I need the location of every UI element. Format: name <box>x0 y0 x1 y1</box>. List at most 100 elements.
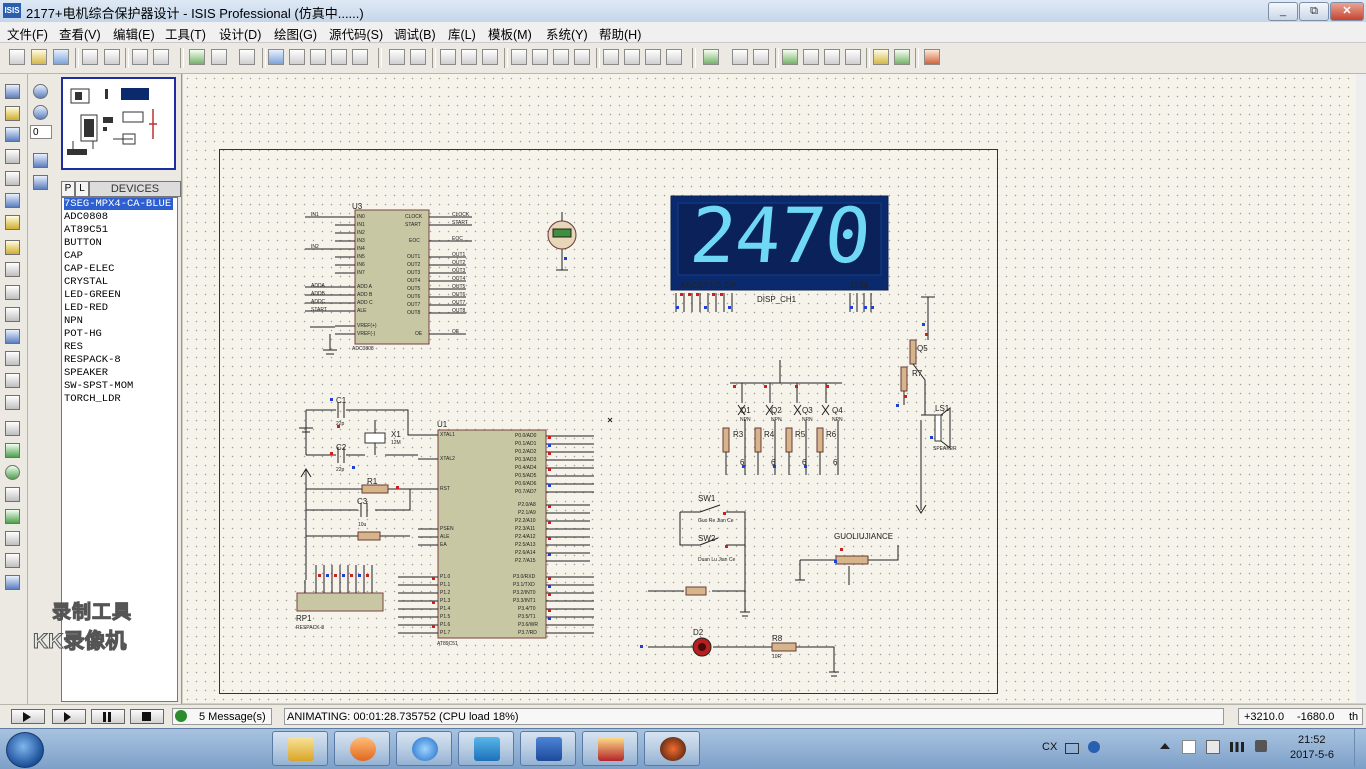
mirror-x-icon[interactable] <box>33 153 48 168</box>
select-icon[interactable] <box>5 84 20 99</box>
block-rotate-icon[interactable] <box>553 49 569 65</box>
show-hidden-icons-icon[interactable] <box>1160 743 1170 749</box>
redo-icon[interactable] <box>410 49 426 65</box>
taskbar-recorder[interactable] <box>644 731 700 766</box>
close-button[interactable]: ✕ <box>1330 2 1364 21</box>
list-item[interactable]: SW-SPST-MOM <box>64 380 134 392</box>
export-icon[interactable] <box>104 49 120 65</box>
step-button[interactable] <box>52 709 86 724</box>
list-item[interactable]: CAP <box>64 250 83 262</box>
list-item[interactable]: NPN <box>64 315 83 327</box>
list-item[interactable]: RES <box>64 341 83 353</box>
copy-icon[interactable] <box>461 49 477 65</box>
property-assign-icon[interactable] <box>753 49 769 65</box>
marker-icon[interactable] <box>5 575 20 590</box>
list-item[interactable]: TORCH_LDR <box>64 393 121 405</box>
clock-date[interactable]: 2017-5-6 <box>1290 749 1335 761</box>
stop-button[interactable] <box>130 709 164 724</box>
undo-icon[interactable] <box>389 49 405 65</box>
library-manager-button[interactable]: L <box>75 181 89 197</box>
maximize-button[interactable]: ⧉ <box>1299 2 1329 21</box>
taskbar-browser[interactable] <box>396 731 452 766</box>
junction-icon[interactable] <box>5 127 20 142</box>
minimize-button[interactable]: _ <box>1268 2 1298 21</box>
graph-icon[interactable] <box>5 285 20 300</box>
print-icon[interactable] <box>132 49 148 65</box>
bom-icon[interactable] <box>873 49 889 65</box>
make-device-icon[interactable] <box>624 49 640 65</box>
path-icon[interactable] <box>5 509 20 524</box>
box-icon[interactable] <box>5 443 20 458</box>
menu-edit[interactable]: 编辑(E) <box>113 28 155 42</box>
bus-icon[interactable] <box>5 193 20 208</box>
network-icon[interactable] <box>1230 742 1244 752</box>
exit-parent-icon[interactable] <box>845 49 861 65</box>
tape-icon[interactable] <box>5 307 20 322</box>
rotate-cw-icon[interactable] <box>33 84 48 99</box>
volume-icon[interactable] <box>1255 740 1267 752</box>
taskbar-isis[interactable] <box>520 731 576 766</box>
symbol-icon[interactable] <box>5 553 20 568</box>
line-icon[interactable] <box>5 421 20 436</box>
menu-help[interactable]: 帮助(H) <box>599 28 642 42</box>
new-sheet-icon[interactable] <box>803 49 819 65</box>
menu-view[interactable]: 查看(V) <box>59 28 101 42</box>
removable-device-icon[interactable] <box>1206 740 1220 754</box>
message-count[interactable]: 5 Message(s) <box>172 708 272 725</box>
arc-icon[interactable] <box>5 487 20 502</box>
circle-icon[interactable] <box>5 465 20 480</box>
action-center-icon[interactable] <box>1182 740 1196 754</box>
pick-devices-button[interactable]: P <box>61 181 75 197</box>
play-button[interactable] <box>11 709 45 724</box>
menu-template[interactable]: 模板(M) <box>488 28 532 42</box>
menu-debug[interactable]: 调试(B) <box>394 28 436 42</box>
list-item[interactable]: SPEAKER <box>64 367 109 379</box>
script-icon[interactable] <box>5 171 20 186</box>
pause-button[interactable] <box>91 709 125 724</box>
menu-library[interactable]: 库(L) <box>448 28 476 42</box>
open-icon[interactable] <box>31 49 47 65</box>
list-item[interactable]: BUTTON <box>64 237 102 249</box>
probe-i-icon[interactable] <box>5 373 20 388</box>
list-item[interactable]: LED-RED <box>64 302 109 314</box>
decompose-icon[interactable] <box>666 49 682 65</box>
wire-autoroute-icon[interactable] <box>703 49 719 65</box>
device-list[interactable]: 7SEG-MPX4-CA-BLUE ADC0808 AT89C51 BUTTON… <box>61 197 178 702</box>
overview-window[interactable] <box>61 77 176 170</box>
rotation-input[interactable]: 0 <box>30 125 52 139</box>
label-icon[interactable] <box>5 149 20 164</box>
vertical-scrollbar[interactable] <box>1356 74 1366 703</box>
taskbar-explorer[interactable] <box>272 731 328 766</box>
pin-icon[interactable] <box>5 262 20 277</box>
clock-time[interactable]: 21:52 <box>1298 734 1326 746</box>
refresh-icon[interactable] <box>189 49 205 65</box>
erc-icon[interactable] <box>894 49 910 65</box>
origin-icon[interactable] <box>239 49 255 65</box>
zoom-area-icon[interactable] <box>352 49 368 65</box>
list-item[interactable]: 7SEG-MPX4-CA-BLUE <box>64 198 174 210</box>
pick-device-icon[interactable] <box>603 49 619 65</box>
block-copy-icon[interactable] <box>511 49 527 65</box>
pan-icon[interactable] <box>268 49 284 65</box>
zoom-in-icon[interactable] <box>289 49 305 65</box>
list-item[interactable]: ADC0808 <box>64 211 109 223</box>
design-explorer-icon[interactable] <box>782 49 798 65</box>
search-icon[interactable] <box>732 49 748 65</box>
taskbar-keil[interactable] <box>458 731 514 766</box>
menu-tools[interactable]: 工具(T) <box>165 28 206 42</box>
save-icon[interactable] <box>53 49 69 65</box>
list-item[interactable]: AT89C51 <box>64 224 109 236</box>
block-delete-icon[interactable] <box>574 49 590 65</box>
setarea-icon[interactable] <box>153 49 169 65</box>
instrument-icon[interactable] <box>5 395 20 410</box>
list-item[interactable]: LED-GREEN <box>64 289 121 301</box>
subcircuit-icon[interactable] <box>5 215 20 230</box>
show-desktop-button[interactable] <box>1354 729 1365 767</box>
remove-sheet-icon[interactable] <box>824 49 840 65</box>
menu-design[interactable]: 设计(D) <box>219 28 262 42</box>
taskbar-ares[interactable] <box>582 731 638 766</box>
zoom-out-icon[interactable] <box>310 49 326 65</box>
mirror-y-icon[interactable] <box>33 175 48 190</box>
menu-system[interactable]: 系统(Y) <box>546 28 588 42</box>
list-item[interactable]: CAP-ELEC <box>64 263 115 275</box>
